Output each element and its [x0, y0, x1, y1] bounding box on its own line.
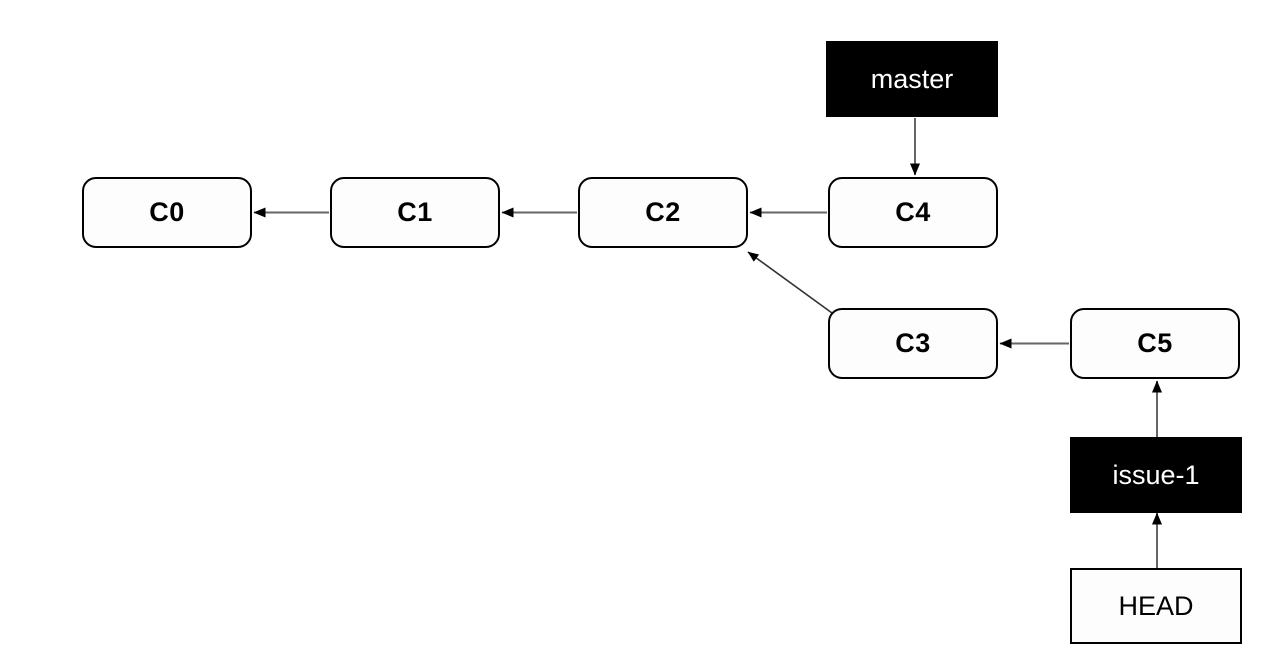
commit-node-c2[interactable]: C2	[578, 177, 748, 248]
head-label-text: HEAD	[1118, 590, 1194, 621]
branch-label-text: master	[870, 63, 954, 94]
commit-label: C1	[397, 197, 433, 227]
commit-label: C3	[895, 328, 931, 358]
commit-node-c0[interactable]: C0	[82, 177, 252, 248]
commit-node-c1[interactable]: C1	[330, 177, 500, 248]
commit-label: C2	[645, 197, 681, 227]
head-pointer-label[interactable]: HEAD	[1070, 568, 1242, 644]
commit-label: C4	[895, 197, 931, 227]
branch-label-issue-1[interactable]: issue-1	[1070, 437, 1242, 513]
commit-node-c5[interactable]: C5	[1070, 308, 1240, 379]
commit-node-c3[interactable]: C3	[828, 308, 998, 379]
edge-c3-to-c2	[747, 251, 833, 314]
branch-label-text: issue-1	[1112, 459, 1200, 490]
commit-node-c4[interactable]: C4	[828, 177, 998, 248]
commit-label: C5	[1137, 328, 1173, 358]
branch-label-master[interactable]: master	[826, 41, 998, 117]
commit-label: C0	[149, 197, 185, 227]
